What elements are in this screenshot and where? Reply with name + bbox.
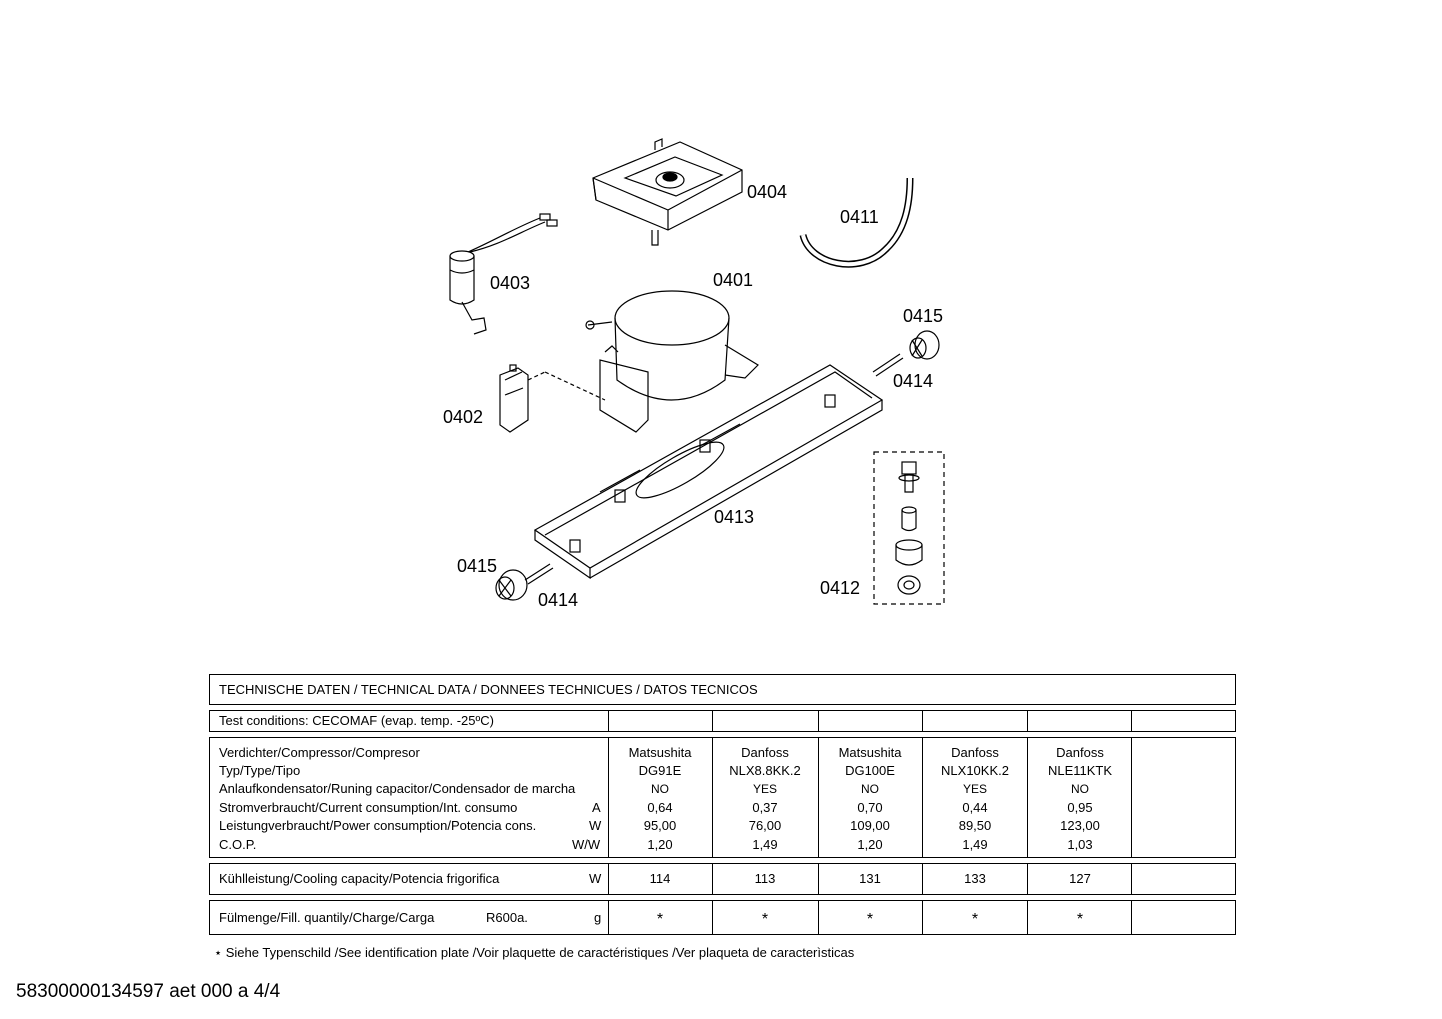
part-label-0403: 0403 <box>490 273 531 293</box>
row-label-current: Stromverbraucht/Current consumption/Int.… <box>219 800 518 815</box>
fastener-kit-0412 <box>873 451 945 605</box>
col4-cooling: 133 <box>964 871 986 886</box>
col1-power: 95,00 <box>643 818 677 833</box>
main-data-block: Verdichter/Compressor/Compresor Typ/Type… <box>209 737 1236 858</box>
exploded-parts-diagram <box>449 138 945 605</box>
capacitor-0403 <box>449 213 558 335</box>
col3-capacitor: NO <box>861 782 879 796</box>
col5-type: NLE11KTK <box>1047 763 1113 778</box>
col3-cop: 1,20 <box>857 837 883 852</box>
col3-power: 109,00 <box>850 818 890 833</box>
col3-current: 0,70 <box>857 800 883 815</box>
col5-cooling: 127 <box>1069 871 1091 886</box>
col5-maker: Danfoss <box>1056 745 1104 760</box>
part-label-0411: 0411 <box>840 207 879 227</box>
col1-cop: 1,20 <box>647 837 673 852</box>
part-label-0413: 0413 <box>714 507 755 527</box>
col1-type: DG91E <box>638 763 682 778</box>
pin-0414-bottom <box>524 563 554 585</box>
col3-maker: Matsushita <box>838 745 902 760</box>
mounting-rail-0413 <box>533 364 884 580</box>
col2-current: 0,37 <box>752 800 778 815</box>
part-label-0412: 0412 <box>820 578 861 598</box>
pin-0414-top <box>872 353 904 377</box>
part-label-0401: 0401 <box>713 270 754 290</box>
col5-capacitor: NO <box>1071 782 1089 796</box>
col1-charge: * <box>656 911 664 928</box>
compressor-0401 <box>585 290 759 433</box>
col2-cop: 1,49 <box>752 837 778 852</box>
col1-capacitor: NO <box>651 782 669 796</box>
part-label-0414-top: 0414 <box>893 371 934 391</box>
unit-cop: W/W <box>572 837 601 852</box>
col3-cooling: 131 <box>859 871 881 886</box>
col4-charge: * <box>971 911 979 928</box>
part-label-0402: 0402 <box>443 407 484 427</box>
col5-cop: 1,03 <box>1067 837 1093 852</box>
row-label-cop: C.O.P. <box>219 837 257 852</box>
col4-capacitor: YES <box>962 782 987 796</box>
drip-tray-0404 <box>592 138 743 246</box>
unit-power: W <box>589 818 602 833</box>
cooling-unit: W <box>589 871 602 886</box>
document-id: 58300000134597 aet 000 a 4/4 <box>16 981 281 1002</box>
table-title: TECHNISCHE DATEN / TECHNICAL DATA / DONN… <box>219 682 758 697</box>
col2-power: 76,00 <box>748 818 782 833</box>
foot-0415-bottom <box>495 569 528 601</box>
unit-current: A <box>592 800 601 815</box>
table-title-box: TECHNISCHE DATEN / TECHNICAL DATA / DONN… <box>209 674 1236 705</box>
cooling-capacity-row: Kühlleistung/Cooling capacity/Potencia f… <box>209 863 1236 895</box>
test-conditions-row: Test conditions: CECOMAF (evap. temp. -2… <box>209 710 1236 732</box>
row-label-capacitor: Anlaufkondensator/Runing capacitor/Conde… <box>219 781 576 796</box>
charge-refrigerant: R600a. <box>486 910 528 925</box>
charge-unit: g <box>594 910 602 925</box>
part-label-0404: 0404 <box>747 182 788 202</box>
col2-charge: * <box>761 911 769 928</box>
col4-type: NLX10KK.2 <box>941 763 1009 778</box>
col2-capacitor: YES <box>752 782 777 796</box>
col5-power: 123,00 <box>1060 818 1100 833</box>
col4-maker: Danfoss <box>951 745 999 760</box>
cooling-label: Kühlleistung/Cooling capacity/Potencia f… <box>219 871 500 886</box>
row-label-compressor: Verdichter/Compressor/Compresor <box>219 745 420 760</box>
test-conditions-label: Test conditions: CECOMAF (evap. temp. -2… <box>219 713 494 728</box>
part-label-0415-bottom: 0415 <box>457 556 498 576</box>
row-label-type: Typ/Type/Tipo <box>219 763 301 778</box>
charge-label: Fülmenge/Fill. quantily/Charge/Carga <box>219 910 435 925</box>
col4-current: 0,44 <box>962 800 988 815</box>
col2-maker: Danfoss <box>741 745 789 760</box>
row-label-power: Leistungverbraucht/Power consumption/Pot… <box>219 818 537 833</box>
col1-cooling: 114 <box>649 871 671 886</box>
col1-current: 0,64 <box>647 800 673 815</box>
col4-power: 89,50 <box>958 818 992 833</box>
part-label-0415-top: 0415 <box>903 306 944 326</box>
col1-maker: Matsushita <box>628 745 692 760</box>
col3-charge: * <box>866 911 874 928</box>
col4-cop: 1,49 <box>962 837 988 852</box>
col5-current: 0,95 <box>1067 800 1093 815</box>
footnote: ⋆ Siehe Typenschild /See identification … <box>214 945 855 960</box>
col3-type: DG100E <box>845 763 895 778</box>
col2-type: NLX8.8KK.2 <box>729 763 801 778</box>
col5-charge: * <box>1076 911 1084 928</box>
foot-0415-top <box>909 330 940 360</box>
charge-row: Fülmenge/Fill. quantily/Charge/Carga R60… <box>209 900 1236 935</box>
part-label-0414-bottom: 0414 <box>538 590 579 610</box>
col2-cooling: 113 <box>754 871 776 886</box>
start-relay-0402 <box>499 364 606 433</box>
